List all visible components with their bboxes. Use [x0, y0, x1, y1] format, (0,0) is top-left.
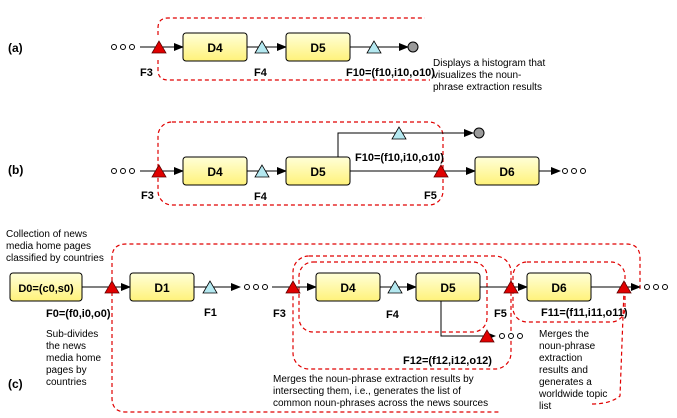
note-topic-3: extraction: [539, 353, 582, 364]
ellipsis-dot-icon: [253, 284, 259, 290]
red-flow-marker: [433, 164, 449, 178]
panel-b-tag: (b): [8, 163, 23, 177]
note-collection-2: media home pages: [6, 241, 91, 252]
dashed-region: [157, 17, 425, 35]
cyan-flow-marker: [202, 280, 218, 294]
box-d5-label: D5: [310, 41, 326, 55]
panel-c-tag: (c): [8, 377, 23, 391]
note-merge-2: intersecting them, i.e., generates the l…: [273, 386, 461, 397]
box-d4-label: D4: [207, 41, 223, 55]
box-d4-label: D4: [340, 281, 356, 295]
ellipsis-dot-icon: [653, 284, 659, 290]
red-flow-marker: [151, 164, 167, 178]
cyan-flow-marker: [254, 164, 270, 178]
red-flow-marker: [616, 280, 632, 294]
ellipsis-dot-icon: [571, 168, 577, 174]
note-topic-2: noun-phrase: [539, 341, 596, 352]
ellipsis-dot-icon: [262, 284, 268, 290]
note-topic-1: Merges the: [539, 329, 589, 340]
panel-c: (c) D0=(c0,s0) D1 D4 D5 D6: [6, 229, 668, 413]
flow-f4: F4: [254, 191, 268, 203]
note-subdivide-4: pages by: [46, 365, 87, 376]
cyan-flow-marker: [391, 126, 407, 140]
ellipsis-dot-icon: [120, 168, 126, 174]
box-d5-label: D5: [440, 281, 456, 295]
ellipsis-dot-icon: [517, 333, 523, 339]
ellipsis-dot-icon: [120, 44, 126, 50]
flow-f5: F5: [494, 308, 507, 320]
dashed-region: [298, 261, 488, 333]
flow-f1: F1: [204, 307, 217, 319]
cyan-flow-marker: [387, 280, 403, 294]
note-collection-3: classified by countries: [6, 253, 104, 264]
flow-f12: F12=(f12,i12,o12): [403, 355, 492, 367]
box-d1-label: D1: [154, 281, 170, 295]
cyan-flow-marker: [254, 40, 270, 54]
cyan-flow-marker: [366, 40, 382, 54]
note-histogram-1: Displays a histogram that: [433, 58, 545, 69]
panel-b: (b) D4 D5 D6 F3 F4 F5 F10=(f10,i10,o10): [8, 121, 586, 206]
ellipsis-dot-icon: [562, 168, 568, 174]
note-merge-3: common noun-phrases across the news sour…: [273, 398, 488, 409]
box-d6-label: D6: [499, 165, 515, 179]
note-subdivide-5: countries: [46, 377, 87, 388]
note-topic-7: list: [539, 401, 551, 412]
ellipsis-dot-icon: [129, 44, 135, 50]
note-subdivide-2: the news: [46, 341, 86, 352]
note-subdivide-3: media home: [46, 353, 101, 364]
flow-f10: F10=(f10,i10,o10): [346, 67, 435, 79]
note-subdivide-1: Sub-divides: [46, 329, 98, 340]
panel-a: (a) D4 D5 F3 F4 F10=(f10,i10,o10) Displa…: [8, 17, 545, 93]
red-flow-marker: [503, 280, 519, 294]
red-flow-marker: [285, 280, 301, 294]
box-d6-label: D6: [551, 281, 567, 295]
dashed-region: [292, 255, 512, 370]
box-d0-label: D0=(c0,s0): [18, 283, 74, 295]
ellipsis-dot-icon: [508, 333, 514, 339]
red-flow-marker: [104, 280, 120, 294]
dashed-region: [157, 121, 444, 206]
note-histogram-2: visualizes the noun-: [433, 70, 521, 81]
note-collection-1: Collection of news: [6, 229, 87, 240]
terminal-node: [407, 41, 419, 53]
ellipsis-dot-icon: [644, 284, 650, 290]
note-topic-6: worldwide topic: [538, 389, 607, 400]
box-d5-label: D5: [310, 165, 326, 179]
red-flow-marker: [151, 40, 167, 54]
ellipsis-dot-icon: [111, 44, 117, 50]
dashed-region: [157, 60, 430, 81]
note-histogram-3: phrase extraction results: [433, 82, 542, 93]
flow-f10: F10=(f10,i10,o10): [355, 152, 444, 164]
flow-f4: F4: [254, 67, 268, 79]
dashed-region: [111, 292, 500, 413]
ellipsis-dot-icon: [129, 168, 135, 174]
note-merge-1: Merges the noun-phrase extraction result…: [273, 374, 474, 385]
panel-a-tag: (a): [8, 41, 23, 55]
dashed-region: [111, 243, 641, 290]
ellipsis-dot-icon: [662, 284, 668, 290]
red-flow-marker: [479, 329, 495, 343]
ellipsis-dot-icon: [244, 284, 250, 290]
ellipsis-dot-icon: [499, 333, 505, 339]
flow-f0: F0=(f0,i0,o0): [46, 308, 111, 320]
ellipsis-dot-icon: [111, 168, 117, 174]
note-topic-5: generates a: [539, 377, 592, 388]
flow-f4: F4: [386, 309, 400, 321]
box-d4-label: D4: [207, 165, 223, 179]
terminal-node: [473, 127, 485, 139]
flow-f5: F5: [424, 190, 437, 202]
ellipsis-dot-icon: [580, 168, 586, 174]
flow-f11: F11=(f11,i11,o11): [541, 307, 628, 319]
flow-f3: F3: [140, 67, 153, 79]
flow-f3: F3: [273, 308, 286, 320]
note-topic-4: results and: [539, 365, 588, 376]
flow-f3: F3: [141, 190, 154, 202]
